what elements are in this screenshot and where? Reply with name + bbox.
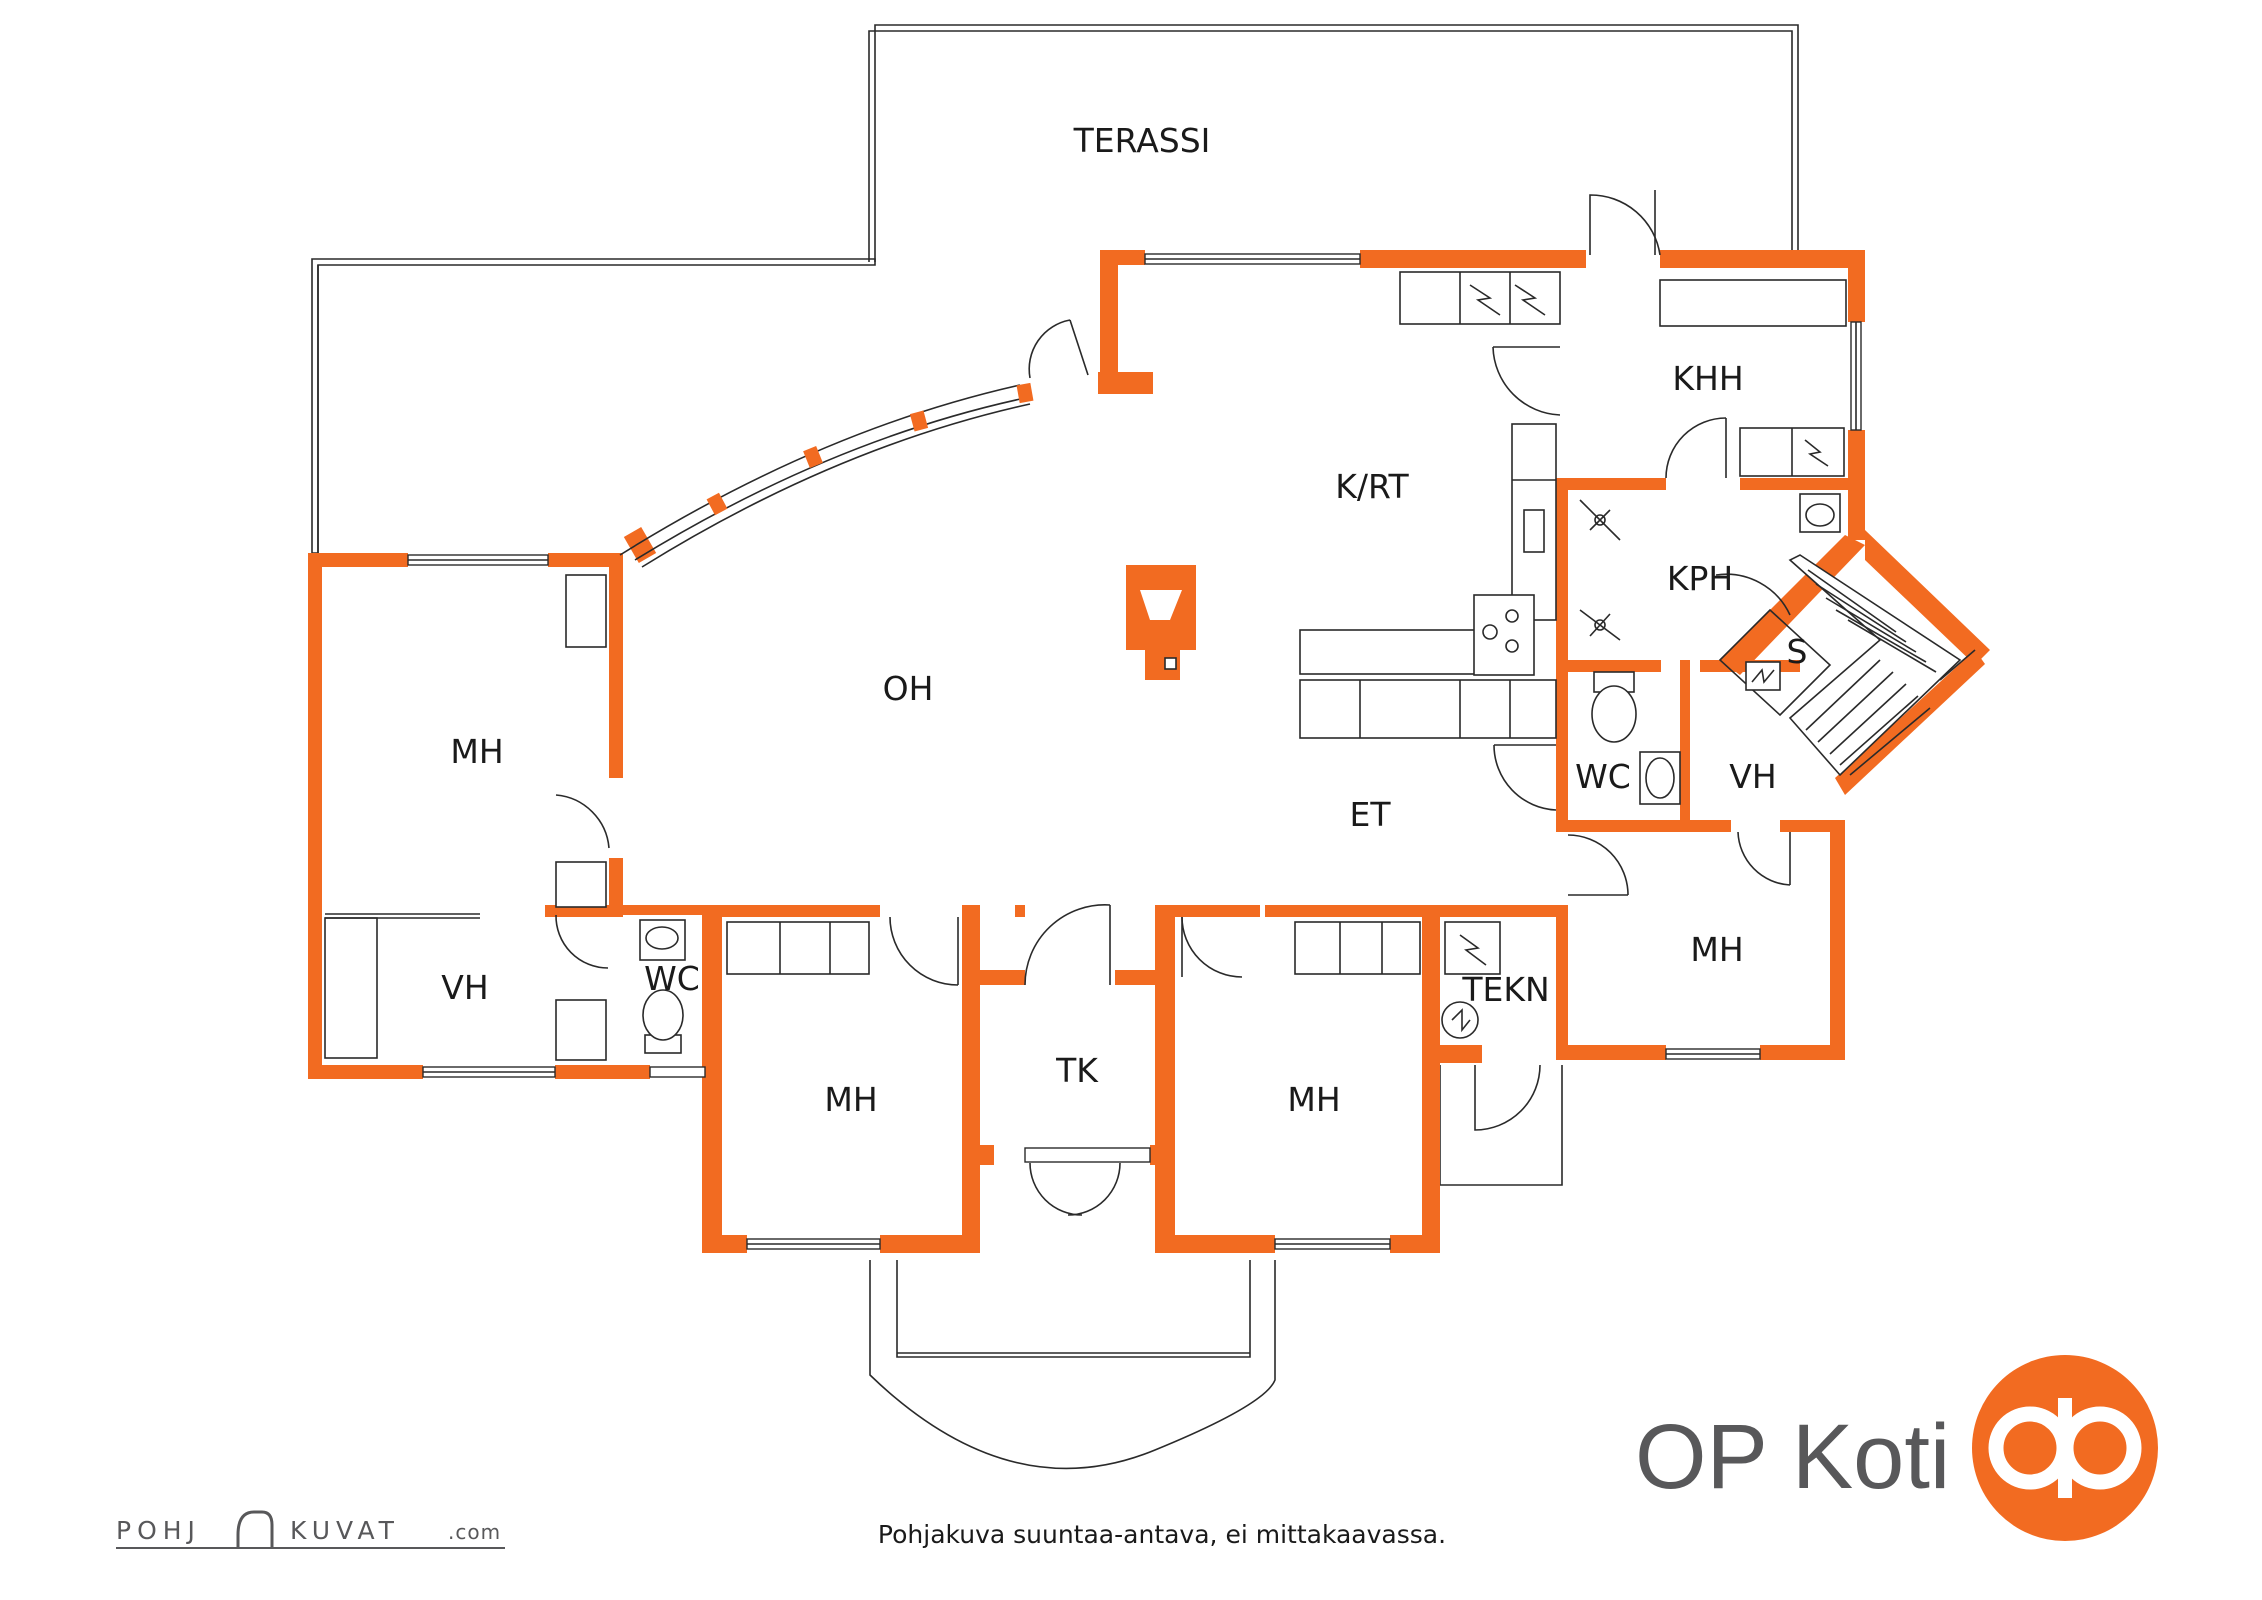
room-label-terassi: TERASSI	[1073, 121, 1211, 160]
brand-name: OP Koti	[1635, 1406, 1950, 1508]
sink-icon	[1639, 751, 1681, 805]
windows	[407, 253, 1862, 1250]
door-swing-icon	[555, 190, 1791, 1216]
shower-icon	[1579, 499, 1621, 641]
room-label-et: ET	[1349, 795, 1391, 834]
curved-window-wall	[619, 382, 1034, 568]
room-labels: TERASSI K/RT KHH KPH S OH MH ET WC VH VH…	[441, 121, 1807, 1119]
room-label-wc-right: WC	[1575, 757, 1631, 796]
stairs-icon	[1788, 554, 1976, 777]
entrance-porch	[869, 1260, 1276, 1470]
room-label-tekn: TEKN	[1461, 970, 1549, 1009]
room-label-mh-left: MH	[450, 732, 503, 771]
room-label-khh: KHH	[1672, 359, 1743, 398]
sink-icon	[639, 919, 686, 961]
room-label-k-rt: K/RT	[1335, 467, 1409, 506]
boiler-icon	[1441, 921, 1501, 1039]
room-label-vh-right: VH	[1729, 757, 1776, 796]
room-label-mh-right: MH	[1690, 930, 1743, 969]
room-label-tk: TK	[1055, 1051, 1099, 1090]
room-label-s: S	[1787, 632, 1808, 671]
watermark-right: KUVAT	[290, 1516, 400, 1545]
closet-fixtures	[726, 921, 1421, 975]
room-label-mh-bottom-mid: MH	[1287, 1080, 1340, 1119]
watermark-left: POHJ	[116, 1516, 201, 1545]
room-label-kph: KPH	[1667, 559, 1733, 598]
walls	[308, 250, 1990, 1253]
pohjakuvat-logo-icon: POHJ KUVAT .com	[116, 1510, 505, 1549]
fireplace-icon	[1140, 590, 1182, 670]
room-label-vh-left: VH	[441, 968, 488, 1007]
terrace-outline	[311, 24, 1799, 554]
watermark-suffix: .com	[448, 1520, 501, 1544]
room-label-wc-left: WC	[644, 959, 700, 998]
wardrobe-fixtures	[324, 574, 607, 1061]
toilet-icon	[1591, 671, 1637, 743]
disclaimer-caption: Pohjakuva suuntaa-antava, ei mittakaavas…	[878, 1520, 1446, 1549]
toilet-icon	[642, 989, 684, 1054]
room-label-oh: OH	[883, 669, 934, 708]
op-logo-icon	[1972, 1355, 2158, 1541]
sauna-fixtures	[1718, 608, 1832, 717]
sink-icon	[1799, 493, 1841, 533]
room-label-mh-bottom-left: MH	[824, 1080, 877, 1119]
utility-fixtures	[1659, 279, 1847, 477]
kitchen-fixtures	[1299, 271, 1561, 739]
